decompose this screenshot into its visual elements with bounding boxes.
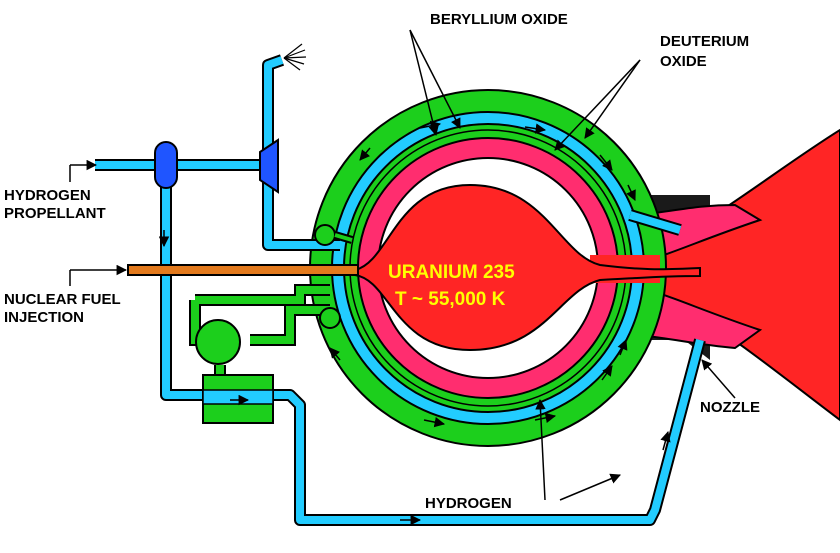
fuel-injection-pipe bbox=[127, 264, 359, 276]
pump-icon bbox=[195, 319, 241, 365]
label-nuclear-fuel-2: INJECTION bbox=[4, 309, 84, 326]
flow-arrows bbox=[158, 120, 671, 526]
upper-injector bbox=[314, 224, 336, 246]
upper-injector-tube-fill bbox=[334, 233, 353, 242]
label-core-2: T ~ 55,000 K bbox=[395, 289, 506, 310]
label-deuterium-oxide-2: OXIDE bbox=[660, 53, 707, 70]
label-hydrogen: HYDROGEN bbox=[425, 495, 512, 512]
label-deuterium-oxide-1: DEUTERIUM bbox=[660, 33, 749, 50]
label-core-1: URANIUM 235 bbox=[388, 262, 515, 283]
lower-injector bbox=[319, 307, 341, 329]
label-nuclear-fuel-1: NUCLEAR FUEL bbox=[4, 291, 121, 308]
plasma-core bbox=[354, 183, 701, 352]
propellant-valve bbox=[154, 141, 178, 189]
nozzle-liner-lower bbox=[639, 286, 763, 350]
label-beryllium-oxide: BERYLLIUM OXIDE bbox=[430, 11, 568, 28]
vent-spray bbox=[283, 43, 307, 71]
leader-arrows bbox=[69, 29, 736, 501]
heat-exchanger-channel bbox=[202, 389, 274, 405]
label-nozzle: NOZZLE bbox=[700, 399, 760, 416]
turbine-icon bbox=[259, 138, 279, 194]
hydrogen-pipes bbox=[95, 54, 706, 526]
label-hydrogen-propellant-2: PROPELLANT bbox=[4, 205, 106, 222]
label-hydrogen-propellant-1: HYDROGEN bbox=[4, 187, 91, 204]
